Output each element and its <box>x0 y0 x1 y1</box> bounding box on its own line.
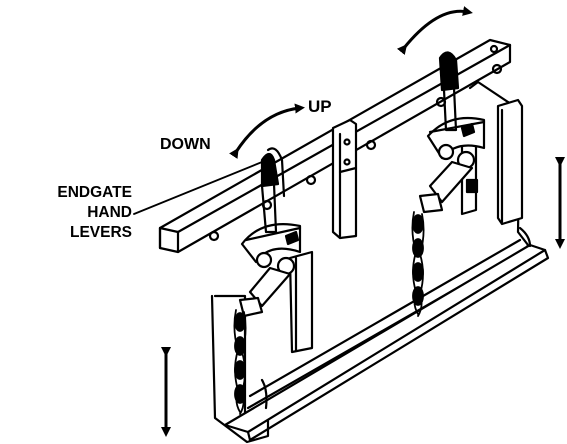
bottom-channel <box>223 226 550 442</box>
right-side-posts <box>460 98 524 226</box>
endgate-label-line-3: LEVERS <box>69 224 132 241</box>
left-lower-post <box>288 250 314 354</box>
up-label: UP <box>308 97 332 116</box>
top-curved-arrow <box>396 6 473 56</box>
endgate-label-line-1: ENDGATE <box>57 184 132 201</box>
up-down-curved-arrow <box>229 103 305 159</box>
endgate-hand-levers-label: ENDGATE HAND LEVERS <box>6 183 132 243</box>
right-chain <box>411 211 425 317</box>
center-bracket <box>331 118 358 240</box>
left-chain <box>233 309 247 415</box>
down-label: DOWN <box>160 136 211 153</box>
endgate-label-line-2: HAND <box>87 204 132 221</box>
endgate-leader-line <box>133 161 263 215</box>
